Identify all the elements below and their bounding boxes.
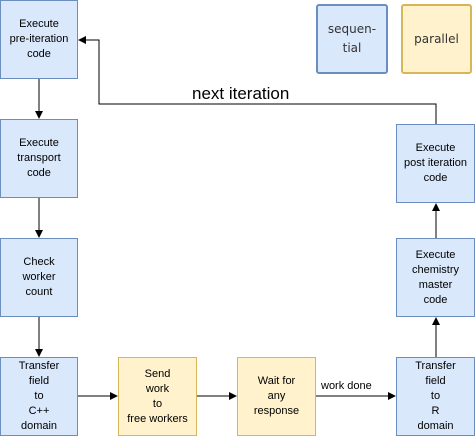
node-check-worker: Check worker count: [0, 238, 78, 317]
node-transport: Execute transport code: [0, 119, 78, 198]
node-post-iteration: Execute post iteration code: [396, 124, 475, 203]
node-transfer-r-label: Transfer field to R domain: [415, 360, 456, 432]
node-send-work: Send work to free workers: [118, 357, 197, 436]
node-pre-iteration-label: Execute pre-iteration code: [9, 18, 69, 60]
node-chemistry: Execute chemistry master code: [396, 238, 475, 317]
node-wait-response: Wait for any response: [237, 357, 316, 436]
legend-sequential: sequen- tial: [316, 4, 388, 74]
node-pre-iteration: Execute pre-iteration code: [0, 0, 78, 79]
node-transfer-r: Transfer field to R domain: [396, 357, 475, 436]
edge-label-next-iteration: next iteration: [192, 84, 290, 103]
node-transfer-cpp: Transfer field to C++ domain: [0, 357, 78, 436]
node-check-worker-label: Check worker count: [22, 256, 56, 298]
node-chemistry-label: Execute chemistry master code: [411, 248, 460, 306]
node-post-iteration-label: Execute post iteration code: [404, 142, 467, 184]
legend-sequential-label: sequen- tial: [327, 22, 377, 55]
legend-parallel-label: parallel: [414, 31, 459, 46]
node-transport-label: Execute transport code: [17, 137, 61, 179]
legend-parallel: parallel: [401, 4, 472, 74]
node-transfer-cpp-label: Transfer field to C++ domain: [18, 360, 60, 432]
node-wait-response-label: Wait for any response: [253, 375, 300, 417]
edge-label-work-done: work done: [321, 380, 372, 392]
node-send-work-label: Send work to free workers: [127, 367, 188, 425]
edge-post-to-pre-loop: [78, 36, 437, 124]
